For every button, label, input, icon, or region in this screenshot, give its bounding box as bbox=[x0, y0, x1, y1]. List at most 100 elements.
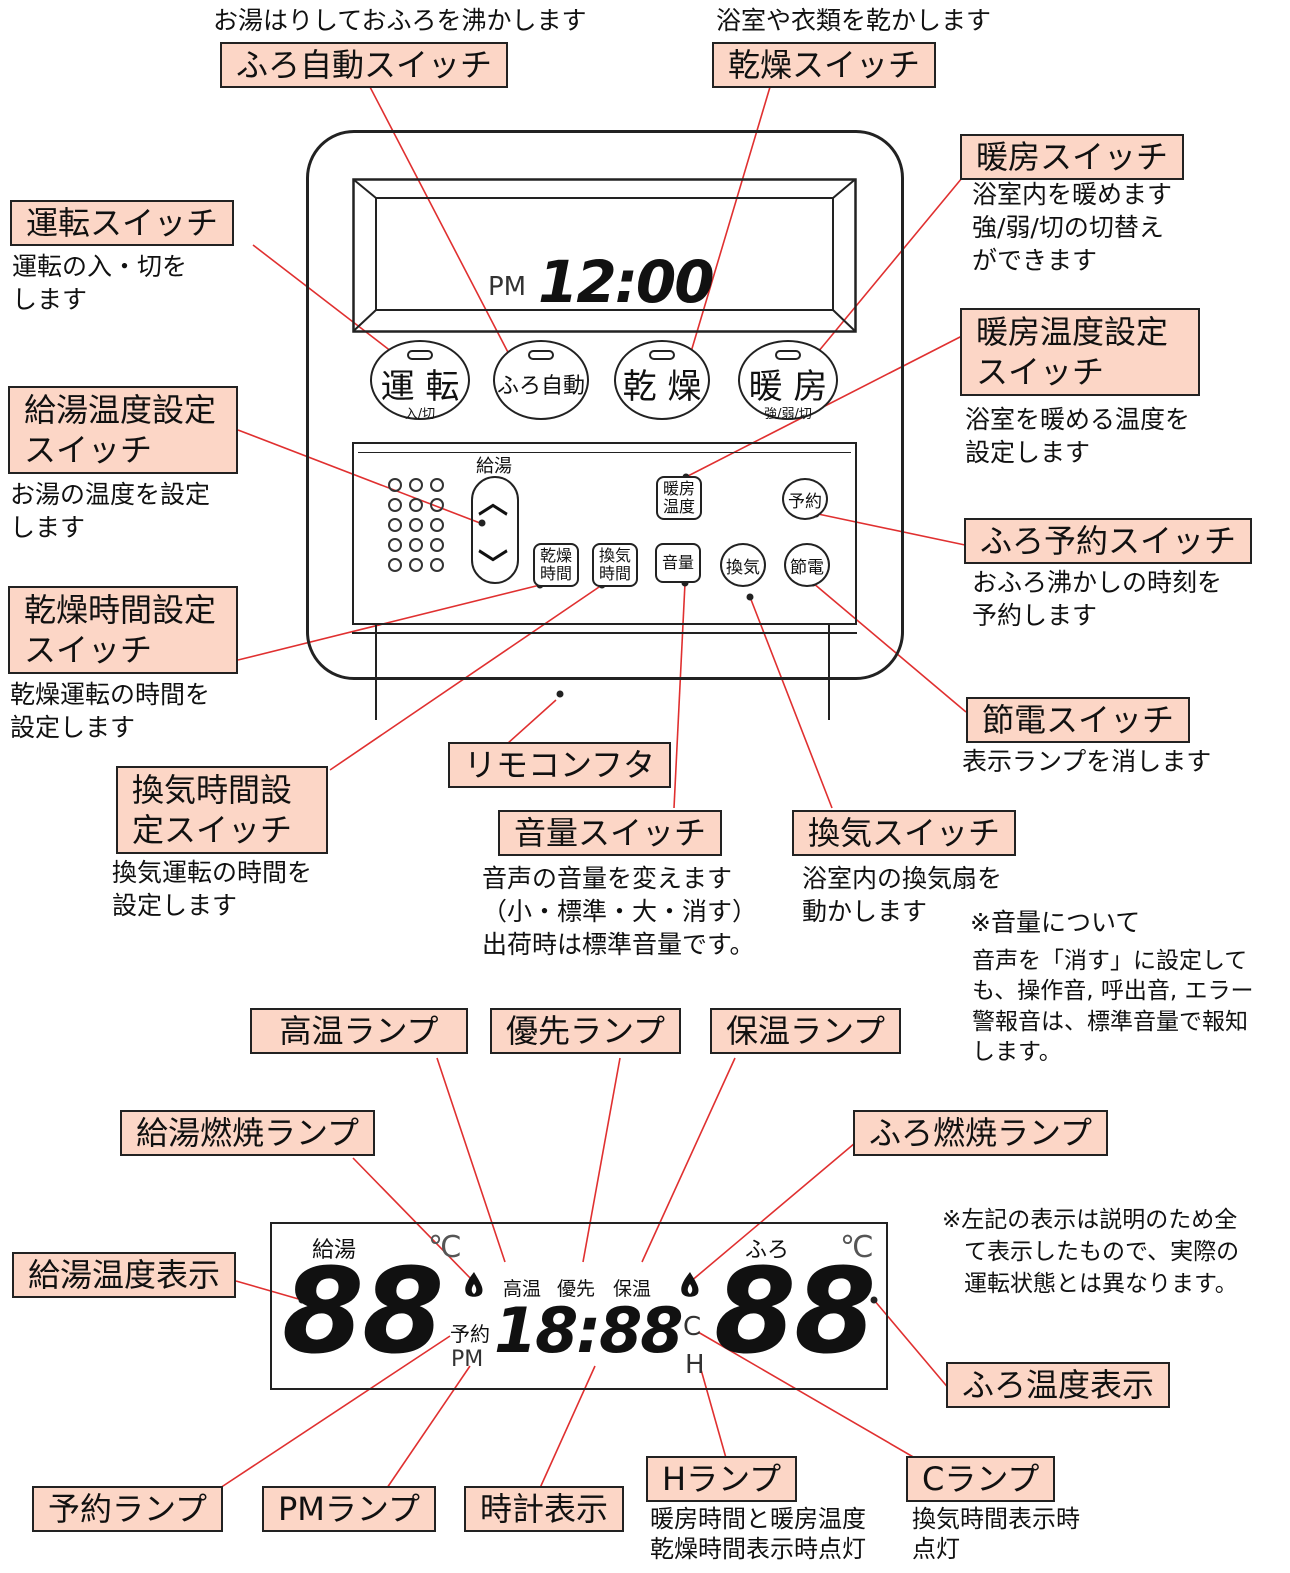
label-kyuto-nensho: 給湯燃焼ランプ bbox=[120, 1110, 376, 1157]
desc-danbo-line-2: 強/弱/切の切替え bbox=[972, 213, 1164, 242]
disp-kyuto-deg: ℃ bbox=[428, 1230, 462, 1265]
desc-kanki-line-1: 浴室内の換気扇を bbox=[802, 864, 1003, 893]
label-clock-disp: 時計表示 bbox=[464, 1486, 625, 1533]
furo-flame-icon bbox=[681, 1272, 699, 1297]
danbo-button-label: 暖 房 bbox=[748, 367, 828, 407]
lcd-pm: PM bbox=[488, 272, 527, 302]
label-furo-auto: ふろ自動スイッチ bbox=[220, 42, 509, 89]
label-furo-nensho: ふろ燃焼ランプ bbox=[853, 1110, 1109, 1157]
kyuto-label: 給湯 bbox=[476, 456, 512, 477]
desc-unten: 運転の入・切を します bbox=[12, 250, 187, 316]
disp-furo: ふろ bbox=[745, 1238, 790, 1263]
label-pm-lamp: PMランプ bbox=[262, 1486, 436, 1533]
label-yusen-lamp: 優先ランプ bbox=[490, 1008, 682, 1055]
lid-right bbox=[828, 625, 830, 720]
label-kanso-time: 乾燥時間設定スイッチ bbox=[8, 586, 238, 674]
desc-furo-yoyaku-line-1: おふろ沸かしの時刻を bbox=[972, 568, 1223, 597]
kanso-jikan-button[interactable]: 乾燥 時間 bbox=[533, 543, 579, 587]
danbo-lamp bbox=[775, 350, 801, 360]
unten-lamp bbox=[407, 350, 433, 360]
display-note-line-1: ※左記の表示は説明のため全 bbox=[942, 1207, 1238, 1233]
kanki-jikan-button[interactable]: 換気 時間 bbox=[592, 543, 638, 587]
kyuto-temp-rocker[interactable] bbox=[471, 476, 519, 584]
desc-unten-line-2: します bbox=[12, 285, 88, 314]
disp-furo-deg: ℃ bbox=[840, 1230, 874, 1265]
desc-c-lamp: 換気時間表示時 点灯 bbox=[912, 1504, 1080, 1564]
disp-yusen: 優先 bbox=[557, 1278, 596, 1300]
desc-h-lamp-line-1: 暖房時間と暖房温度 bbox=[650, 1505, 866, 1533]
desc-kyuto-temp: お湯の温度を設定 します bbox=[10, 478, 210, 544]
danbo-button[interactable]: 暖 房 強/弱/切 bbox=[738, 340, 838, 421]
unten-button[interactable]: 運 転 入/切 bbox=[370, 340, 470, 422]
furo-auto-lamp bbox=[528, 350, 554, 360]
desc-onryo: 音声の音量を変えます （小・標準・大・消す） 出荷時は標準音量です。 bbox=[482, 862, 757, 961]
desc-furo-auto: お湯はりしておふろを沸かします bbox=[213, 6, 587, 35]
onryo-note-line-2: も、操作音, 呼出音, エラー bbox=[972, 978, 1254, 1005]
display-note-line-2: て表示したもので、実際の bbox=[964, 1239, 1240, 1266]
desc-kyuto-temp-line-2: します bbox=[10, 513, 86, 542]
lcd-clock: 12:00 bbox=[538, 248, 715, 316]
setsuden-button[interactable]: 節電 bbox=[784, 543, 830, 587]
desc-danbo-temp-line-2: 設定します bbox=[965, 438, 1091, 467]
label-danbo: 暖房スイッチ bbox=[960, 134, 1185, 181]
desc-furo-yoyaku: おふろ沸かしの時刻を 予約します bbox=[972, 566, 1222, 632]
lcd-bezel bbox=[352, 178, 857, 333]
kyuto-down-icon[interactable]: ﹀ bbox=[478, 548, 508, 583]
lid-left bbox=[375, 625, 377, 720]
desc-unten-line-1: 運転の入・切を bbox=[12, 252, 188, 281]
label-onryo: 音量スイッチ bbox=[498, 810, 723, 857]
desc-kanki-time-line-2: 設定します bbox=[112, 891, 238, 920]
display-note-line-3: 運転状態とは異なります。 bbox=[964, 1271, 1238, 1298]
desc-setsuden: 表示ランプを消します bbox=[962, 747, 1212, 776]
kanso-button-label: 乾 燥 bbox=[622, 367, 702, 407]
label-kyuto-disp: 給湯温度表示 bbox=[12, 1252, 237, 1299]
label-c-lamp: Cランプ bbox=[906, 1456, 1056, 1503]
kanki-button[interactable]: 換気 bbox=[720, 543, 766, 587]
desc-kanki-line-2: 動かします bbox=[802, 897, 928, 926]
disp-hoon: 保温 bbox=[613, 1278, 652, 1300]
desc-kanki: 浴室内の換気扇を 動かします bbox=[802, 862, 1002, 928]
desc-danbo-temp: 浴室を暖める温度を 設定します bbox=[965, 403, 1190, 469]
desc-kyuto-temp-line-1: お湯の温度を設定 bbox=[10, 480, 211, 509]
remote-body bbox=[306, 130, 904, 680]
desc-kanso-time: 乾燥運転の時間を 設定します bbox=[10, 678, 210, 744]
lid-line bbox=[352, 632, 857, 634]
label-h-lamp: Hランプ bbox=[646, 1456, 798, 1503]
disp-clock: 18:88 bbox=[494, 1294, 683, 1367]
label-kanso: 乾燥スイッチ bbox=[712, 42, 937, 89]
desc-danbo-temp-line-1: 浴室を暖める温度を bbox=[965, 405, 1191, 434]
disp-h: H bbox=[685, 1350, 705, 1380]
danbo-ondo-button[interactable]: 暖房 温度 bbox=[656, 476, 702, 520]
desc-onryo-line-1: 音声の音量を変えます bbox=[482, 864, 733, 893]
label-hoon-lamp: 保温ランプ bbox=[710, 1008, 902, 1055]
furo-auto-button-label: ふろ自動 bbox=[496, 374, 585, 399]
disp-koon: 高温 bbox=[503, 1278, 542, 1300]
desc-kanki-time-line-1: 換気運転の時間を bbox=[112, 858, 313, 887]
desc-h-lamp: 暖房時間と暖房温度 乾燥時間表示時点灯 bbox=[650, 1504, 866, 1564]
desc-kanso-time-line-2: 設定します bbox=[10, 713, 136, 742]
label-rimokon-futa: リモコンフタ bbox=[448, 742, 672, 789]
unten-button-label: 運 転 bbox=[380, 367, 460, 407]
full-display bbox=[270, 1222, 888, 1390]
label-yoyaku-lamp: 予約ランプ bbox=[32, 1486, 224, 1533]
disp-c: C bbox=[683, 1312, 702, 1342]
label-furo-disp: ふろ温度表示 bbox=[946, 1362, 1171, 1409]
desc-onryo-line-3: 出荷時は標準音量です。 bbox=[482, 930, 755, 959]
desc-kanso: 浴室や衣類を乾かします bbox=[716, 6, 992, 35]
desc-kanso-time-line-1: 乾燥運転の時間を bbox=[10, 680, 211, 709]
disp-kyuto: 給湯 bbox=[312, 1238, 357, 1263]
disp-kyuto-temp: 88 bbox=[282, 1242, 444, 1380]
furo-auto-button[interactable]: ふろ自動 bbox=[493, 340, 589, 420]
lower-panel-inner-line bbox=[358, 452, 851, 453]
lower-panel bbox=[352, 442, 857, 625]
unten-button-sub: 入/切 bbox=[404, 407, 436, 422]
onryo-button[interactable]: 音量 bbox=[655, 543, 701, 583]
desc-c-lamp-line-1: 換気時間表示時 bbox=[912, 1505, 1080, 1533]
label-kanki-time: 換気時間設定スイッチ bbox=[116, 766, 328, 854]
yoyaku-button[interactable]: 予約 bbox=[782, 478, 828, 520]
kanso-button[interactable]: 乾 燥 bbox=[614, 340, 710, 420]
kyuto-up-icon[interactable]: ︿ bbox=[478, 486, 508, 521]
desc-danbo-line-1: 浴室内を暖めます bbox=[972, 180, 1173, 209]
desc-c-lamp-line-2: 点灯 bbox=[912, 1535, 960, 1563]
onryo-note-title: ※音量について bbox=[970, 908, 1141, 937]
